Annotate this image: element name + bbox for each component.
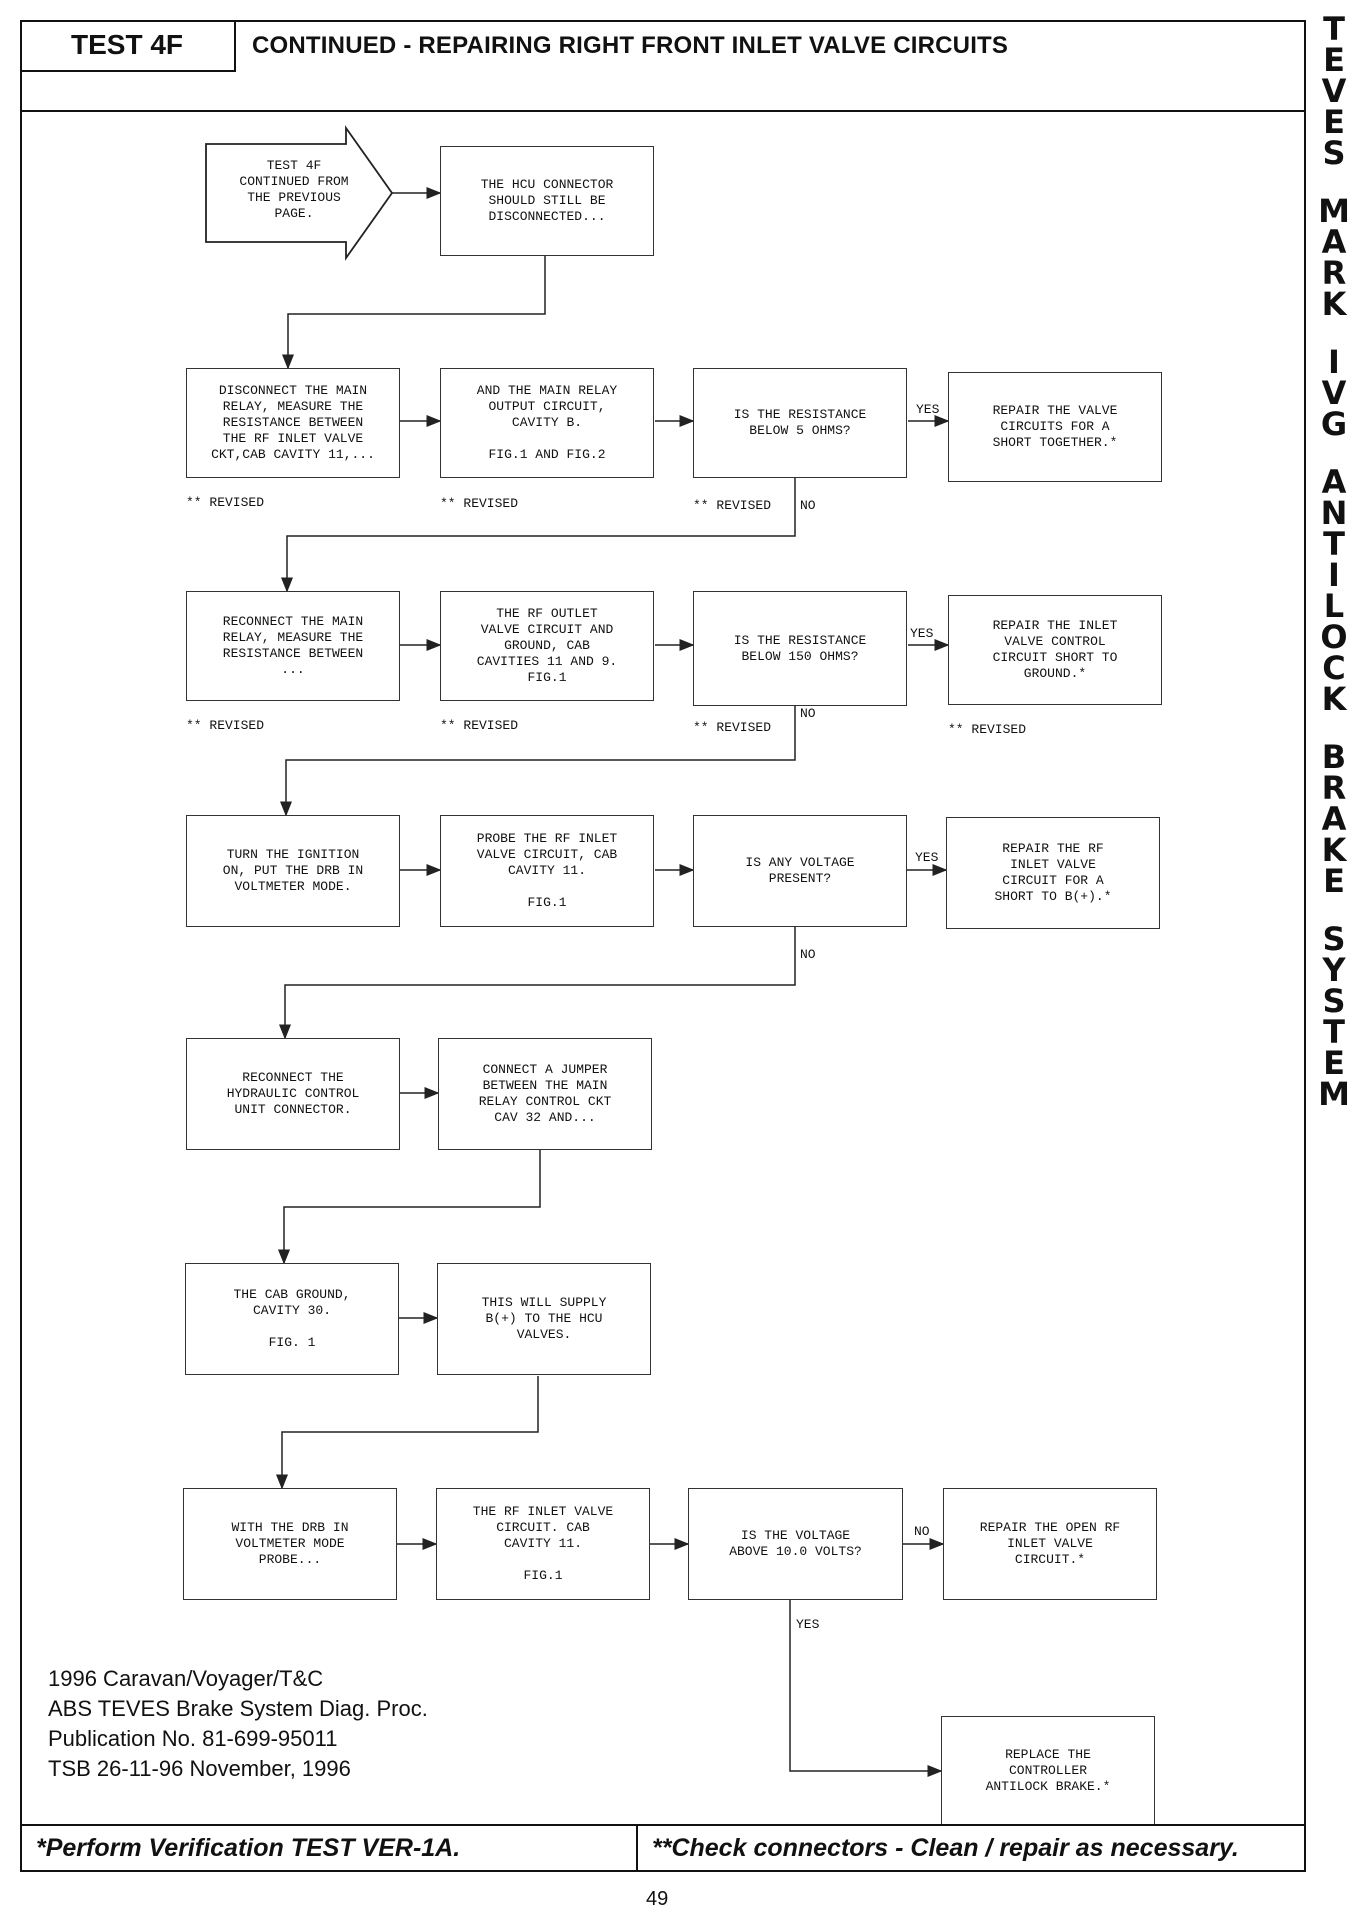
yes-label: YES (916, 402, 940, 417)
connect-jumper-step: CONNECT A JUMPER BETWEEN THE MAIN RELAY … (438, 1038, 652, 1150)
start-connector-text: TEST 4F CONTINUED FROM THE PREVIOUS PAGE… (239, 158, 349, 221)
side-letter: E (1323, 41, 1345, 79)
side-letter: I (1328, 343, 1340, 381)
repair-short-to-battery-result: REPAIR THE RF INLET VALVE CIRCUIT FOR A … (946, 817, 1160, 929)
side-letter: S (1322, 134, 1346, 172)
yes-label: YES (915, 850, 939, 865)
reconnect-hcu-step: RECONNECT THE HYDRAULIC CONTROL UNIT CON… (186, 1038, 400, 1150)
side-letter: K (1321, 285, 1347, 323)
voltage-present-question: IS ANY VOLTAGE PRESENT? (693, 815, 907, 927)
side-letter: C (1322, 649, 1346, 687)
probe-rf-inlet-step: PROBE THE RF INLET VALVE CIRCUIT, CAB CA… (440, 815, 654, 927)
side-letter: V (1321, 72, 1347, 110)
side-letter: O (1320, 618, 1348, 656)
repair-inlet-short-ground-result: REPAIR THE INLET VALVE CONTROL CIRCUIT S… (948, 595, 1162, 705)
footer-connectors-note: **Check connectors - Clean / repair as n… (652, 1834, 1239, 1862)
footer-column-divider (636, 1824, 638, 1872)
side-letter: T (1323, 1013, 1345, 1051)
side-letter: E (1323, 103, 1345, 141)
ignition-on-step: TURN THE IGNITION ON, PUT THE DRB IN VOL… (186, 815, 400, 927)
side-letter: T (1323, 10, 1345, 48)
start-arrow-shape (205, 125, 394, 261)
page-title: CONTINUED - REPAIRING RIGHT FRONT INLET … (252, 32, 1009, 59)
test-id: TEST 4F (20, 20, 236, 72)
supply-battery-step: THIS WILL SUPPLY B(+) TO THE HCU VALVES. (437, 1263, 651, 1375)
side-letter: R (1321, 254, 1347, 292)
rf-outlet-valve-step: THE RF OUTLET VALVE CIRCUIT AND GROUND, … (440, 591, 654, 701)
side-letter: K (1321, 680, 1347, 718)
side-letter: A (1321, 223, 1347, 261)
cab-ground-step: THE CAB GROUND, CAVITY 30. FIG. 1 (185, 1263, 399, 1375)
revised-note: ** REVISED (693, 720, 772, 735)
header-divider (20, 110, 1306, 112)
resistance-below-150-question: IS THE RESISTANCE BELOW 150 OHMS? (693, 591, 907, 706)
hcu-connector-step: THE HCU CONNECTOR SHOULD STILL BE DISCON… (440, 146, 654, 256)
side-letter: S (1322, 982, 1346, 1020)
side-letter: E (1323, 862, 1345, 900)
revised-note: ** REVISED (440, 718, 519, 733)
voltage-above-10-question: IS THE VOLTAGE ABOVE 10.0 VOLTS? (688, 1488, 903, 1600)
side-letter: M (1318, 192, 1350, 230)
side-letter: E (1323, 1044, 1345, 1082)
disconnect-main-relay-step: DISCONNECT THE MAIN RELAY, MEASURE THE R… (186, 368, 400, 478)
footer-verification-note: *Perform Verification TEST VER-1A. (36, 1834, 461, 1862)
side-letter: M (1318, 1075, 1350, 1113)
revised-note: ** REVISED (186, 495, 265, 510)
side-letter: R (1321, 769, 1347, 807)
side-letter: Y (1322, 951, 1346, 989)
side-letter: K (1321, 831, 1347, 869)
footer-divider (20, 1824, 1306, 1826)
side-letter: L (1323, 587, 1345, 625)
yes-label: YES (910, 626, 934, 641)
no-label: NO (800, 706, 816, 721)
side-letter: T (1323, 525, 1345, 563)
side-letter: A (1321, 463, 1347, 501)
revised-note: ** REVISED (186, 718, 265, 733)
side-letter: G (1320, 405, 1348, 443)
side-letter: N (1320, 494, 1348, 532)
side-letter: A (1321, 800, 1347, 838)
no-label: NO (800, 498, 816, 513)
publication-info: 1996 Caravan/Voyager/T&C ABS TEVES Brake… (48, 1666, 428, 1781)
revised-note: ** REVISED (948, 722, 1027, 737)
no-label: NO (914, 1524, 930, 1539)
repair-open-inlet-result: REPAIR THE OPEN RF INLET VALVE CIRCUIT.* (943, 1488, 1157, 1600)
page-number: 49 (646, 1888, 669, 1910)
side-letter: V (1321, 374, 1347, 412)
resistance-below-5-question: IS THE RESISTANCE BELOW 5 OHMS? (693, 368, 907, 478)
replace-controller-result: REPLACE THE CONTROLLER ANTILOCK BRAKE.* (941, 1716, 1155, 1826)
main-relay-output-step: AND THE MAIN RELAY OUTPUT CIRCUIT, CAVIT… (440, 368, 654, 478)
page-frame (20, 20, 1306, 1872)
side-letter: S (1322, 920, 1346, 958)
drb-voltmeter-step: WITH THE DRB IN VOLTMETER MODE PROBE... (183, 1488, 397, 1600)
side-letter: B (1321, 738, 1347, 776)
revised-note: ** REVISED (440, 496, 519, 511)
repair-valve-circuits-result: REPAIR THE VALVE CIRCUITS FOR A SHORT TO… (948, 372, 1162, 482)
side-letter: I (1328, 556, 1340, 594)
yes-label: YES (796, 1617, 820, 1632)
revised-note: ** REVISED (693, 498, 772, 513)
reconnect-main-relay-step: RECONNECT THE MAIN RELAY, MEASURE THE RE… (186, 591, 400, 701)
rf-inlet-circuit-step: THE RF INLET VALVE CIRCUIT. CAB CAVITY 1… (436, 1488, 650, 1600)
no-label: NO (800, 947, 816, 962)
